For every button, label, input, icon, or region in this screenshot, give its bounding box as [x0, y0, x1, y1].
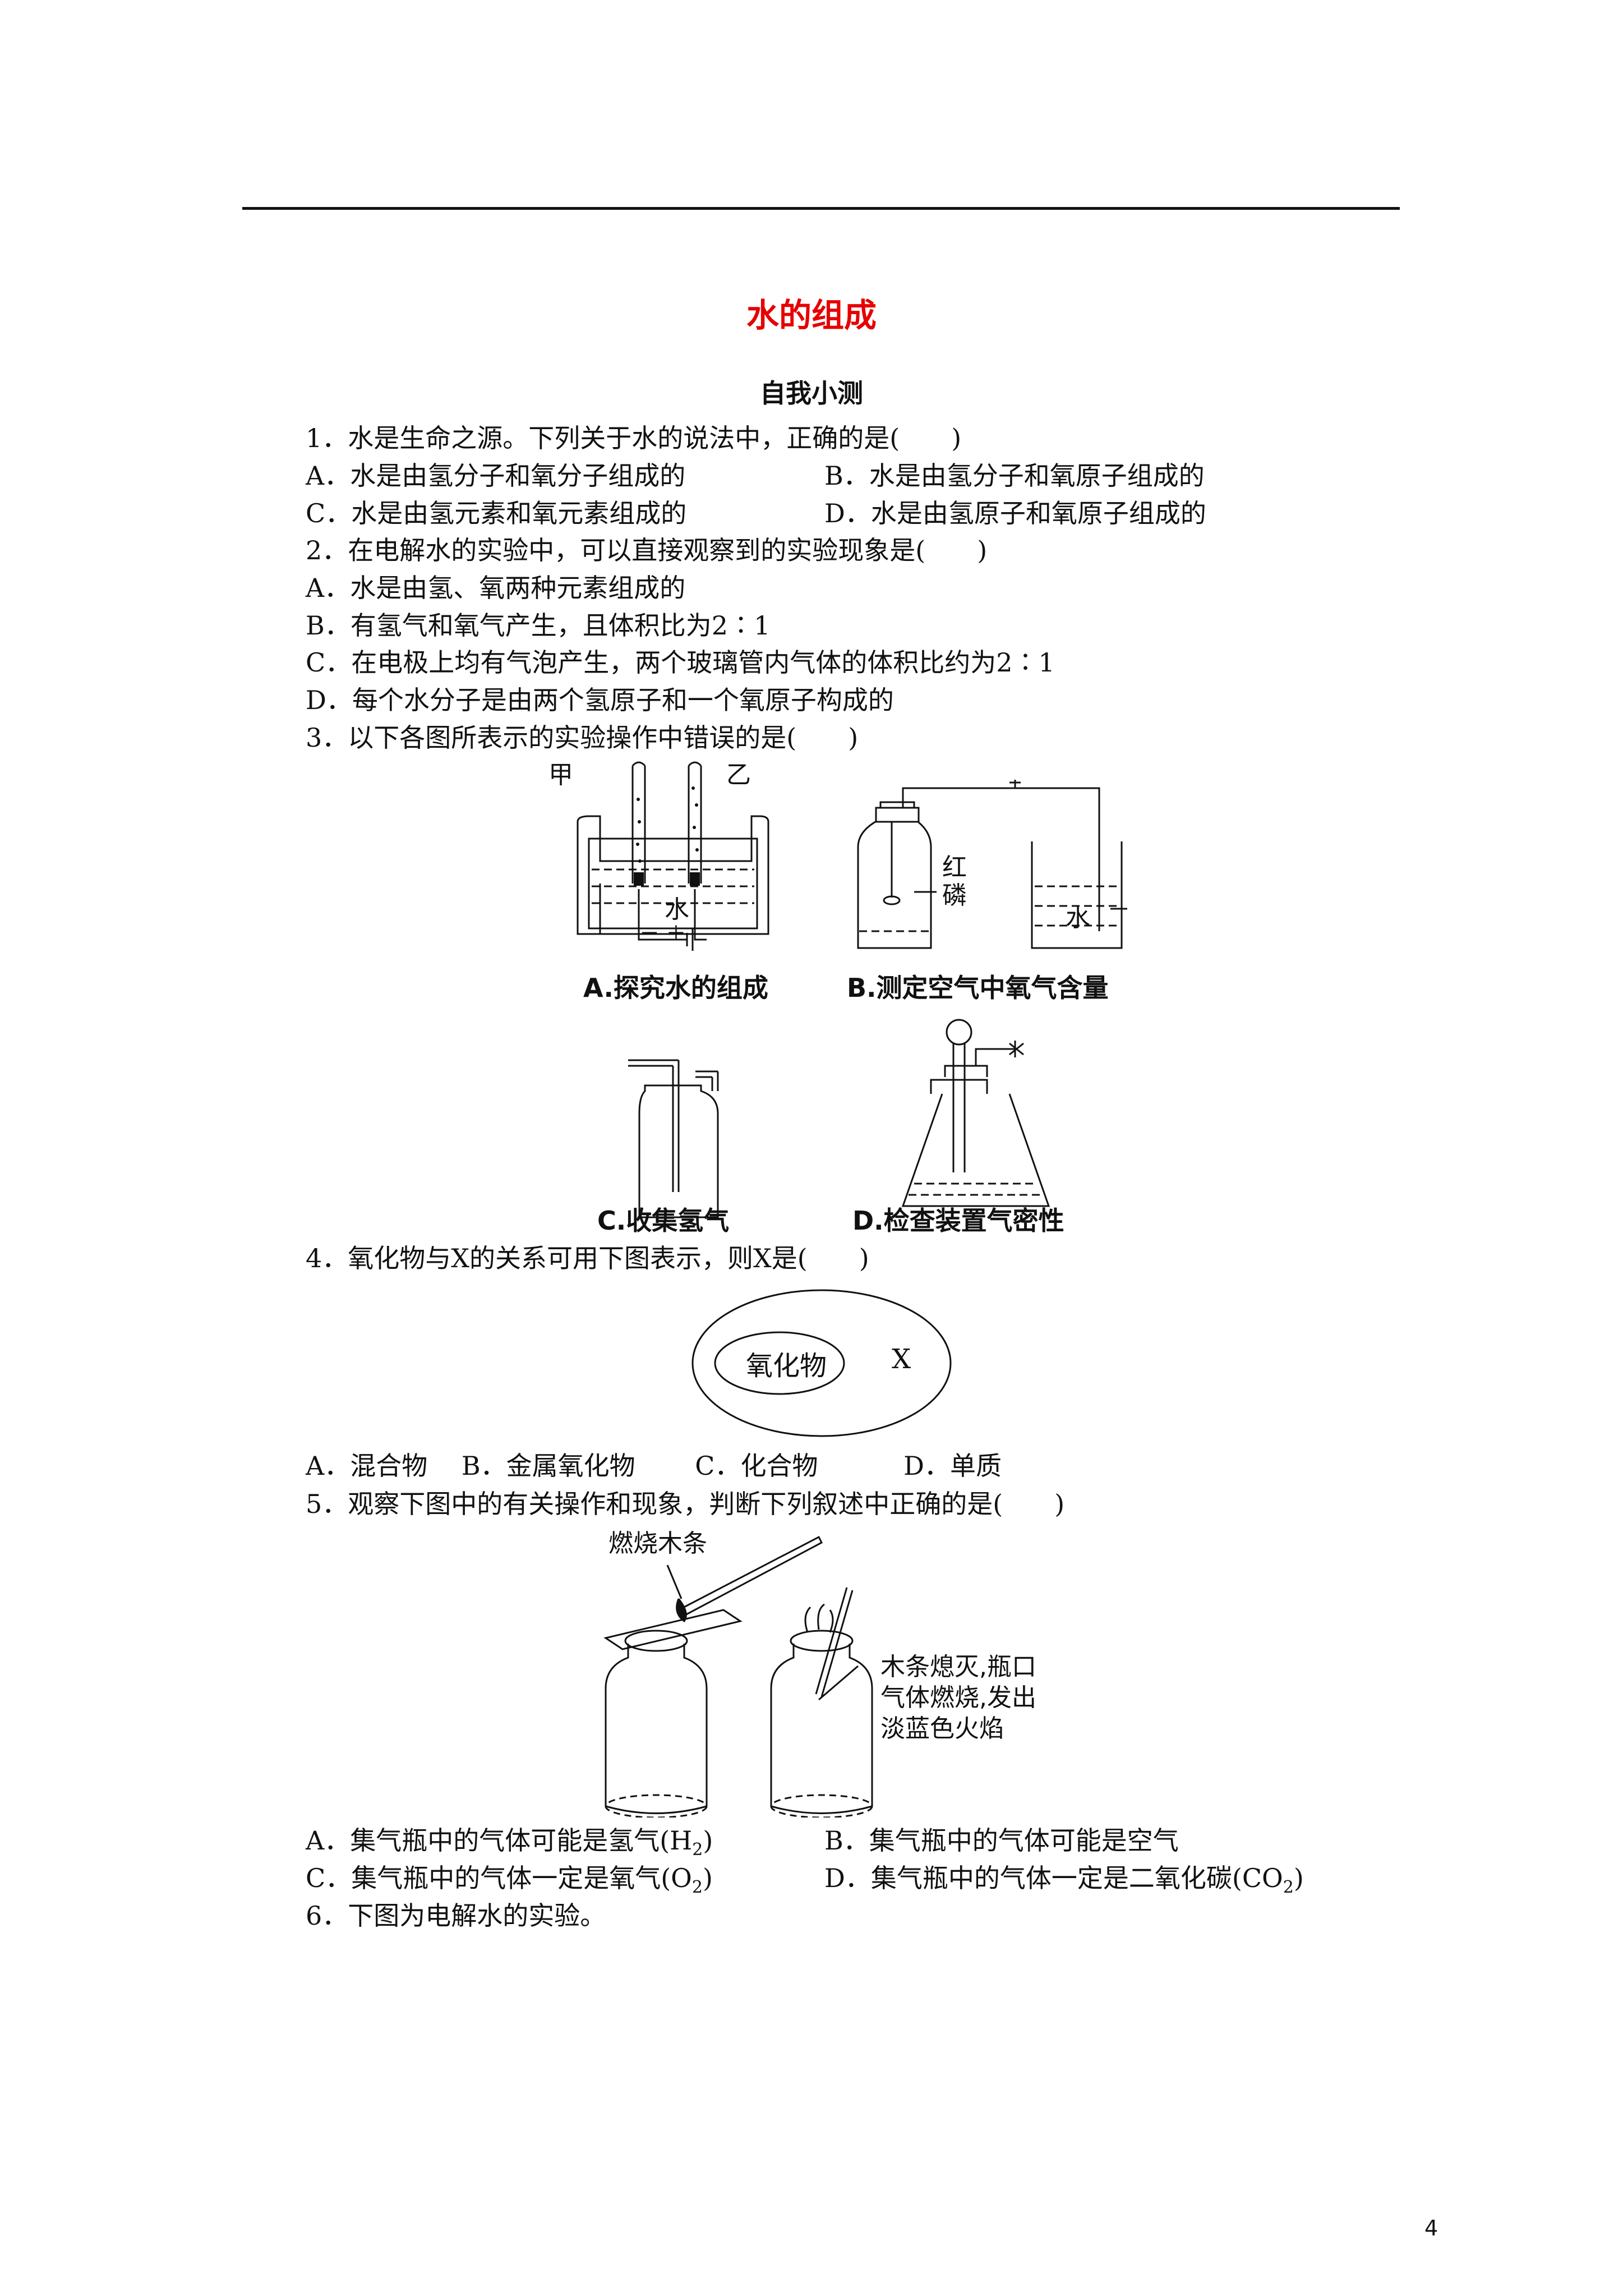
figure-a-electrolysis: [577, 761, 769, 951]
figure-b-label-water: 水: [1066, 904, 1090, 932]
figure-c-hydrogen-collection: [628, 1059, 719, 1218]
figure-b-caption: B.测定空气中氧气含量: [847, 973, 1109, 1003]
q4-stem: 4．氧化物与X的关系可用下图表示，则X是( ): [306, 1243, 869, 1273]
q6-stem: 6．下图为电解水的实验。: [306, 1901, 606, 1931]
q4-outer-label: X: [892, 1343, 911, 1375]
figure-a-label-yi: 乙: [726, 761, 751, 789]
q1-option-c: C．水是由氢元素和氧元素组成的: [306, 498, 687, 528]
figure-c-caption: C.收集氢气: [597, 1205, 730, 1236]
figure-d-caption: D.检查装置气密性: [852, 1205, 1064, 1236]
section-subtitle: 自我小测: [760, 378, 863, 408]
q4-inner-label: 氧化物: [746, 1350, 827, 1382]
q5-option-a: A．集气瓶中的气体可能是氢气(H2): [306, 1825, 713, 1860]
figure-a-label-water: 水: [665, 895, 689, 924]
figure-b-oxygen-test: [857, 780, 1127, 949]
figure-d-airtightness-check: [901, 1019, 1050, 1207]
q5-stick-label: 燃烧木条: [608, 1529, 707, 1558]
q5-option-b: B．集气瓶中的气体可能是空气: [824, 1825, 1179, 1856]
q5-note-line3: 淡蓝色火焰: [880, 1714, 1004, 1743]
q2-option-b: B．有氢气和氧气产生，且体积比为2∶1: [306, 610, 771, 641]
q1-stem: 1．水是生命之源。下列关于水的说法中，正确的是( ): [306, 423, 962, 453]
q1-option-b: B．水是由氢分子和氧原子组成的: [824, 461, 1205, 491]
q4-options: A．混合物 B．金属氧化物 C．化合物 D．单质: [306, 1451, 1002, 1481]
q5-stem: 5．观察下图中的有关操作和现象，判断下列叙述中正确的是( ): [306, 1489, 1065, 1519]
figure-q5-gas-bottles: [603, 1535, 873, 1818]
figure-a-label-jia: 甲: [548, 761, 573, 789]
figure-b-label-phosphorus: 磷: [942, 881, 967, 910]
q5-option-c: C．集气瓶中的气体一定是氧气(O2): [306, 1863, 713, 1898]
q2-option-d: D．每个水分子是由两个氢原子和一个氧原子构成的: [306, 685, 894, 715]
page-title: 水的组成: [746, 296, 877, 334]
figure-q4-set-diagram: [691, 1289, 952, 1437]
q5-note-line1: 木条熄灭,瓶口: [880, 1653, 1036, 1681]
q5-note-line2: 气体燃烧,发出: [880, 1683, 1036, 1712]
figure-a-caption: A.探究水的组成: [583, 973, 768, 1003]
q2-option-a: A．水是由氢、氧两种元素组成的: [306, 573, 686, 603]
q2-stem: 2．在电解水的实验中，可以直接观察到的实验现象是( ): [306, 535, 988, 565]
figure-b-label-red: 红: [942, 853, 967, 882]
q1-option-d: D．水是由氢原子和氧原子组成的: [824, 498, 1206, 528]
figure-a-poles: － ＋: [639, 922, 686, 945]
header-rule: [242, 207, 1400, 210]
q1-option-a: A．水是由氢分子和氧分子组成的: [306, 461, 686, 491]
page-number: 4: [1424, 2216, 1438, 2240]
q2-option-c: C．在电极上均有气泡产生，两个玻璃管内气体的体积比约为2∶1: [306, 647, 1055, 678]
q3-stem: 3．以下各图所表示的实验操作中错误的是( ): [306, 723, 859, 753]
q5-option-d: D．集气瓶中的气体一定是二氧化碳(CO2): [824, 1863, 1304, 1898]
